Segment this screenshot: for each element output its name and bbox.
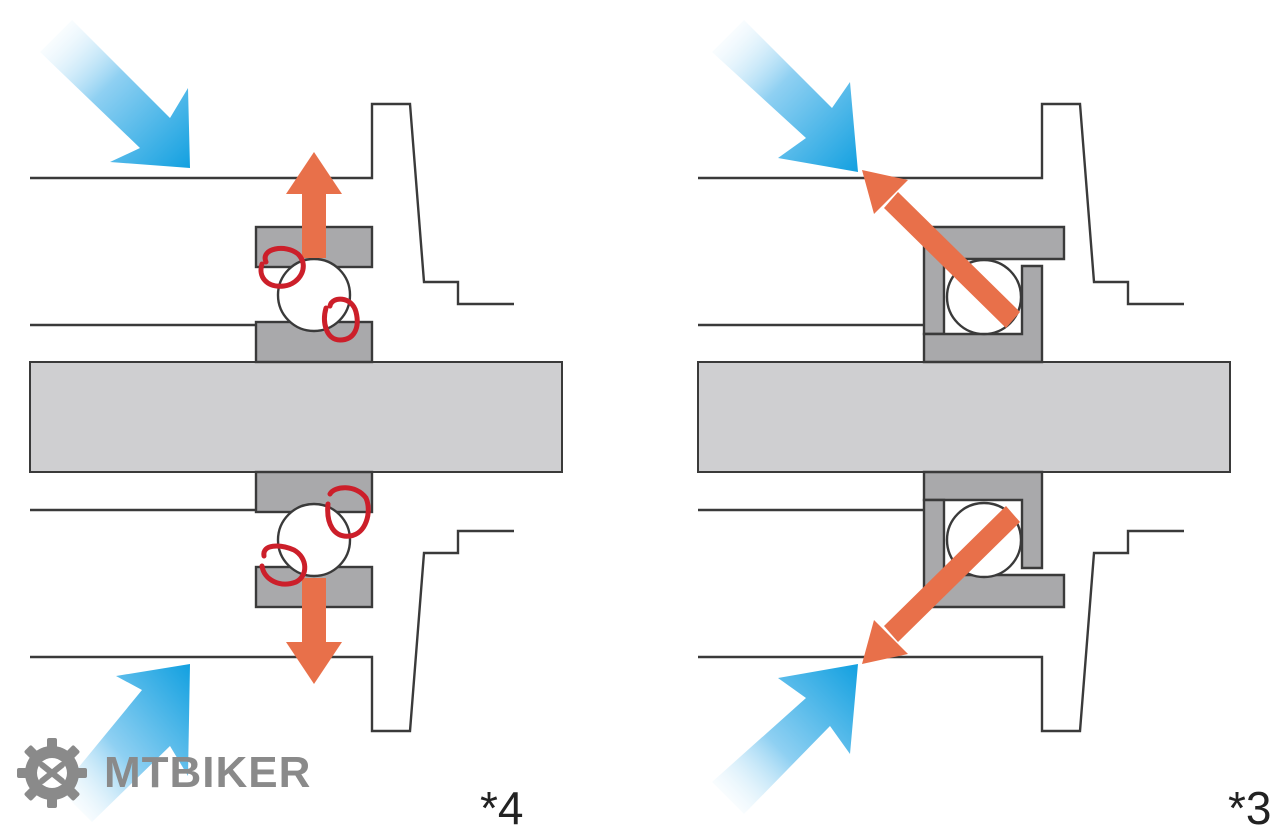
mtbiker-logo: MTBIKER [16,737,316,809]
panel-right-angular-contact-bearing [697,20,1231,814]
angular-force-arrow-down [862,506,1020,664]
caption-left-marker: *4 [480,782,524,834]
contact-point-markers-left [258,245,371,587]
ball [276,257,352,333]
ball [276,502,352,578]
angular-force-arrow-up [862,170,1020,328]
caption-right-partial [700,806,1200,823]
caption-right-marker: *3 [1228,782,1272,834]
load-arrow-top-right [712,20,858,172]
load-arrow-bottom-right [712,664,858,814]
caption-left-partial [18,806,458,823]
shaft-right [697,361,1231,473]
shaft-left [29,361,563,473]
radial-force-arrow-up [286,152,342,258]
radial-force-arrow-down [286,578,342,684]
inner-race [922,264,1044,364]
load-arrow-top-left [40,20,190,168]
gear-icon [17,738,87,808]
logo-text: MTBIKER [104,748,312,797]
panel-left-radial-bearing [29,20,563,822]
housing-outline-right [698,102,1184,733]
housing-outline-left [30,102,514,733]
load-arrow-bottom-left [60,664,190,822]
